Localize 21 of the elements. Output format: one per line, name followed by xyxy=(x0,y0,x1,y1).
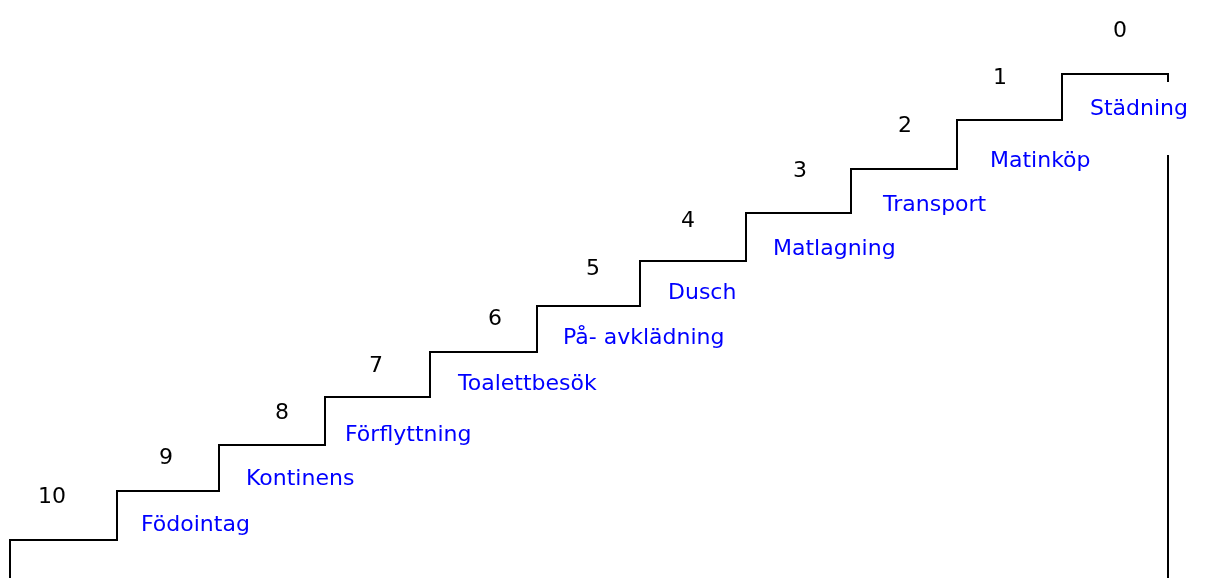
step-number: 4 xyxy=(681,207,695,233)
step-label: Toalettbesök xyxy=(458,370,597,396)
step-number: 9 xyxy=(159,444,173,470)
step-label: Kontinens xyxy=(246,465,355,491)
step-number: 5 xyxy=(586,255,600,281)
step-number: 0 xyxy=(1113,17,1127,43)
step-label: Transport xyxy=(883,191,987,217)
step-label: Matinköp xyxy=(990,147,1091,173)
step-label: Födointag xyxy=(141,511,250,537)
step-label: Dusch xyxy=(668,279,737,305)
step-label: På- avklädning xyxy=(563,324,725,350)
step-label: Förflyttning xyxy=(345,421,472,447)
step-number: 10 xyxy=(38,483,66,509)
step-number: 3 xyxy=(793,157,807,183)
step-number: 8 xyxy=(275,399,289,425)
step-label: Matlagning xyxy=(773,235,896,261)
step-number: 7 xyxy=(369,352,383,378)
step-number: 1 xyxy=(993,64,1007,90)
step-number: 6 xyxy=(488,305,502,331)
step-number: 2 xyxy=(898,112,912,138)
step-label: Städning xyxy=(1090,95,1188,121)
